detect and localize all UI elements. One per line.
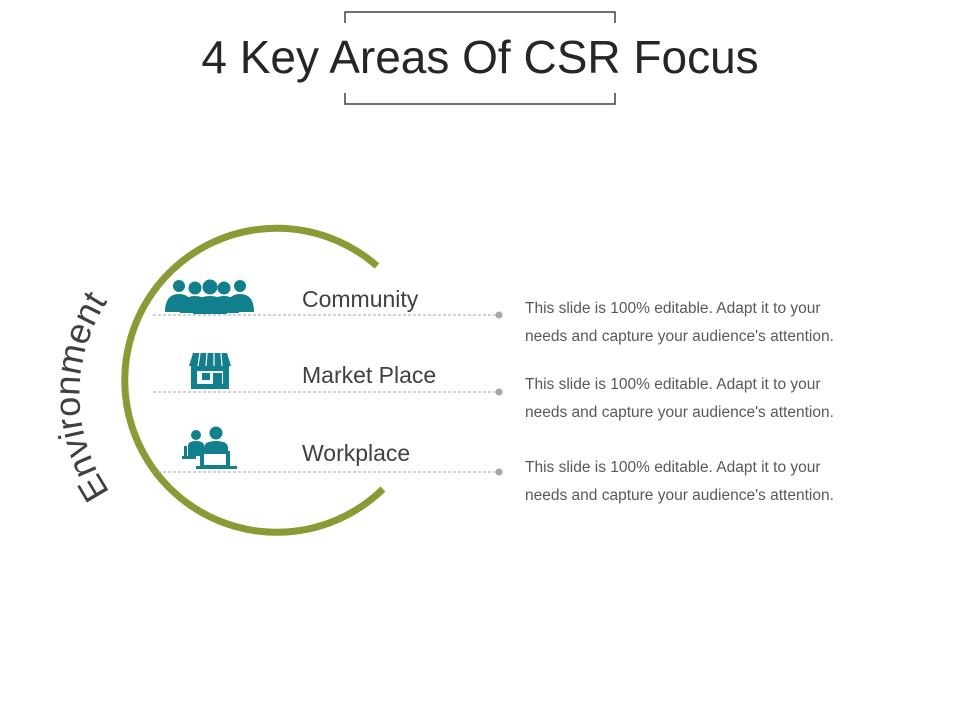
row-description-workplace: This slide is 100% editable. Adapt it to…: [525, 459, 834, 504]
row-divider-dot-3: [495, 468, 503, 476]
laptop-screen: [204, 454, 226, 465]
row-label-market-place: Market Place: [302, 362, 437, 388]
storefront-awning-stripes: [197, 352, 223, 367]
row-description-market-place: This slide is 100% editable. Adapt it to…: [525, 376, 834, 421]
environment-label: Environment: [46, 284, 116, 509]
storefront-icon: [189, 353, 231, 389]
row-divider-dot-1: [495, 311, 503, 319]
environment-arc: [121, 224, 386, 536]
row-description-community: This slide is 100% editable. Adapt it to…: [525, 300, 834, 345]
page-title: 4 Key Areas Of CSR Focus: [201, 31, 759, 83]
row-label-community: Community: [302, 286, 419, 312]
row-divider-dot-2: [495, 388, 503, 396]
title-bracket-frame: [344, 11, 616, 105]
people-group-icon: [165, 279, 254, 314]
row-label-workplace: Workplace: [302, 440, 411, 466]
